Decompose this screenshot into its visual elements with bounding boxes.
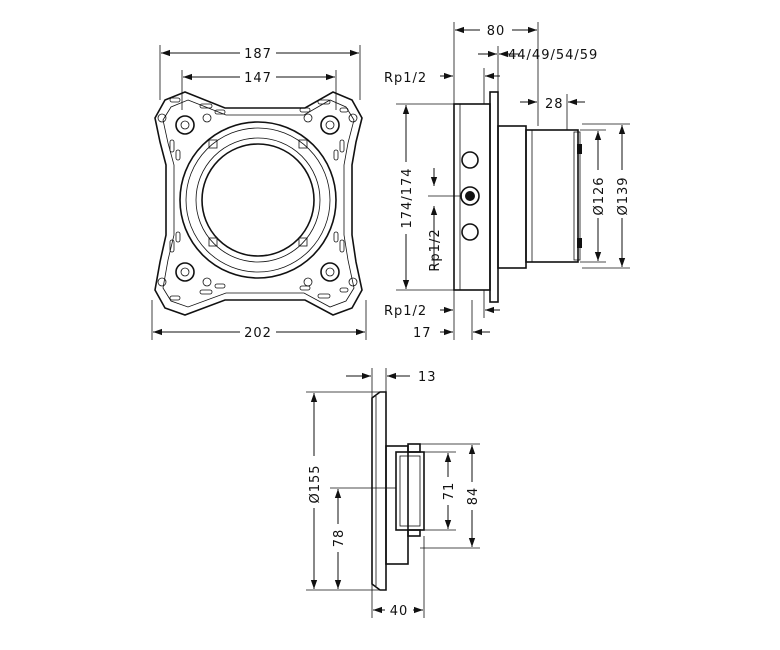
port-bottom [461,223,479,241]
cartridge [497,125,527,269]
dim-13: 13 [418,370,437,385]
thread-top: Rp1/2 [384,71,427,86]
dim-44-49-54-59: 44/49/54/59 [508,48,598,63]
side-view-dimensions: 80 44/49/54/59 Rp1/2 28 174/174 Rp1/2 Ø1… [384,22,631,341]
dim-dia-126: Ø126 [592,176,607,215]
bottom-view [371,391,425,591]
ring-mid [185,127,331,273]
front-view [154,91,363,316]
ring-tab [298,139,308,149]
dim-dia-139: Ø139 [616,176,631,215]
port-top [461,151,479,169]
front-cylinder [525,129,579,263]
ring-tab [208,139,218,149]
ring-outer [179,121,337,279]
mounting-plate-inner-outline [162,99,355,308]
corner-boss-bottom-left [157,262,212,287]
side-view [453,91,582,303]
corner-boss-top-left [157,113,212,135]
dim-dia-155: Ø155 [308,464,323,503]
cover-plate [371,391,387,591]
dim-71: 71 [442,482,457,501]
bottom-view-dimensions: 13 Ø155 78 71 84 40 [306,368,481,619]
ring-inner-a [195,137,321,263]
dim-174: 174/174 [400,167,415,228]
mounting-slots [169,97,349,301]
handle-stem [385,445,409,565]
dim-80: 80 [487,24,506,39]
dim-28: 28 [545,97,564,112]
dim-17: 17 [413,326,432,341]
dim-187: 187 [244,47,272,62]
dim-202: 202 [244,326,272,341]
ring-tab [208,237,218,247]
valve-flange [489,91,499,303]
ring-tab [298,237,308,247]
dim-147: 147 [244,71,272,86]
dim-78: 78 [332,529,347,548]
ring-inner-b [201,143,315,257]
dim-40: 40 [390,604,409,619]
mounting-plate-outline [154,91,363,316]
thread-left: Rp1/2 [428,228,443,271]
dim-84: 84 [466,487,481,506]
front-view-dimensions: 187 147 202 [151,45,367,341]
corner-boss-top-right [303,113,358,135]
thread-bottom: Rp1/2 [384,304,427,319]
